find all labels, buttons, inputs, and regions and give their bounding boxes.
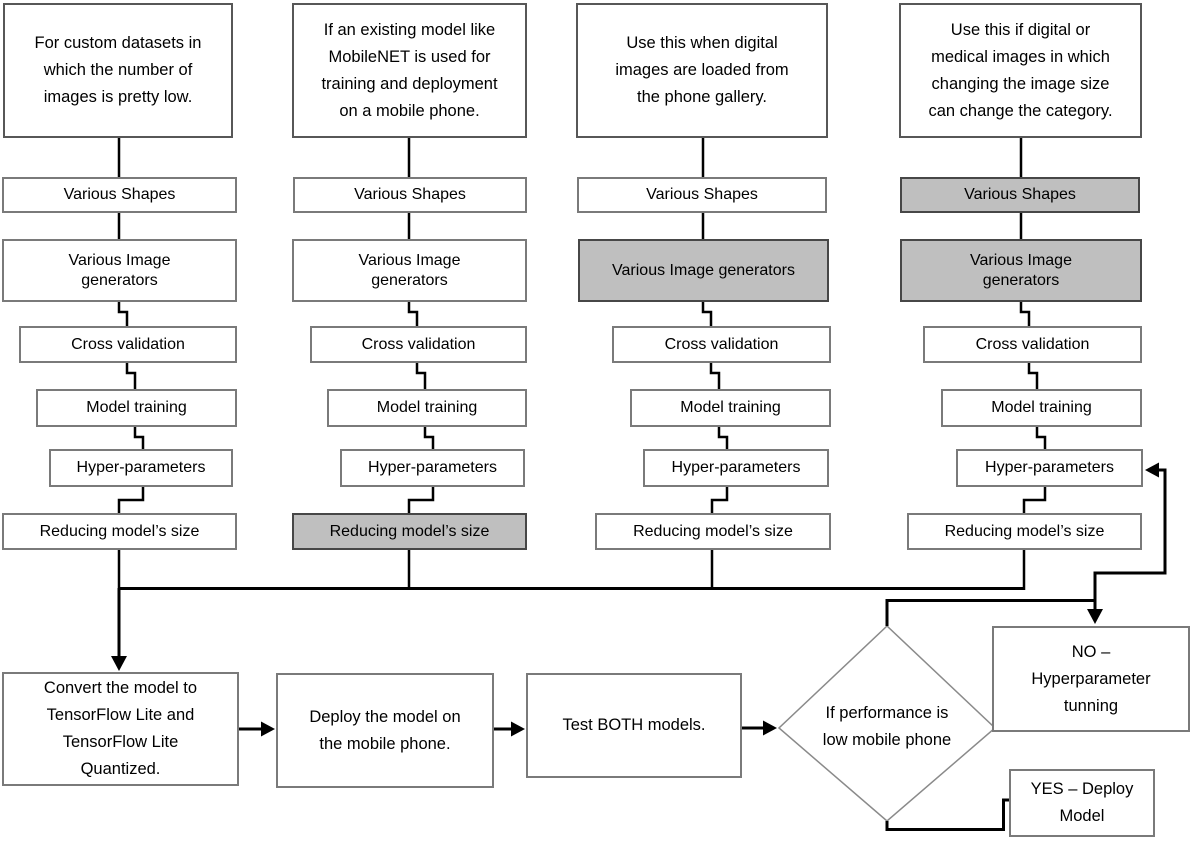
col3-hyper-parameters: Hyper-parameters xyxy=(643,449,829,487)
col1-description: For custom datasets in which the number … xyxy=(3,3,233,138)
arrowhead-into-hyper-parameters xyxy=(1145,462,1159,478)
arrowhead-into-deploy xyxy=(261,721,275,737)
col2-various-shapes: Various Shapes xyxy=(293,177,527,213)
col2-model-training: Model training xyxy=(327,389,527,427)
arrowhead-into-convert xyxy=(111,656,127,671)
yes-deploy-box: YES – Deploy Model xyxy=(1009,769,1155,837)
test-models-box: Test BOTH models. xyxy=(526,673,742,778)
col4-model-training: Model training xyxy=(941,389,1142,427)
col1-model-training: Model training xyxy=(36,389,237,427)
col1-various-image-generators: Various Image generators xyxy=(2,239,237,302)
col4-hyper-parameters: Hyper-parameters xyxy=(956,449,1143,487)
col2-cross-validation: Cross validation xyxy=(310,326,527,363)
col2-hyper-parameters: Hyper-parameters xyxy=(340,449,525,487)
arrowhead-into-decision xyxy=(763,720,777,736)
col3-description: Use this when digital images are loaded … xyxy=(576,3,828,138)
col3-various-image-generators: Various Image generators xyxy=(578,239,829,302)
col1-hyper-parameters: Hyper-parameters xyxy=(49,449,233,487)
col4-description: Use this if digital or medical images in… xyxy=(899,3,1142,138)
arrowhead-into-no-box xyxy=(1087,609,1103,624)
col3-reducing-model-size: Reducing model’s size xyxy=(595,513,831,550)
col1-cross-validation: Cross validation xyxy=(19,326,237,363)
performance-decision-label: If performance is low mobile phone xyxy=(822,704,952,749)
col4-reducing-model-size: Reducing model’s size xyxy=(907,513,1142,550)
col4-various-image-generators: Various Image generators xyxy=(900,239,1142,302)
no-hyperparameter-box: NO – Hyperparameter tunning xyxy=(992,626,1190,732)
col2-various-image-generators: Various Image generators xyxy=(292,239,527,302)
col4-cross-validation: Cross validation xyxy=(923,326,1142,363)
col2-description: If an existing model like MobileNET is u… xyxy=(292,3,527,138)
col1-reducing-model-size: Reducing model’s size xyxy=(2,513,237,550)
col3-various-shapes: Various Shapes xyxy=(577,177,827,213)
convert-model-box: Convert the model to TensorFlow Lite and… xyxy=(2,672,239,786)
arrowhead-into-test xyxy=(511,721,525,737)
col2-reducing-model-size: Reducing model’s size xyxy=(292,513,527,550)
col1-various-shapes: Various Shapes xyxy=(2,177,237,213)
col4-various-shapes: Various Shapes xyxy=(900,177,1140,213)
deploy-model-box: Deploy the model on the mobile phone. xyxy=(276,673,494,788)
col3-cross-validation: Cross validation xyxy=(612,326,831,363)
col3-model-training: Model training xyxy=(630,389,831,427)
